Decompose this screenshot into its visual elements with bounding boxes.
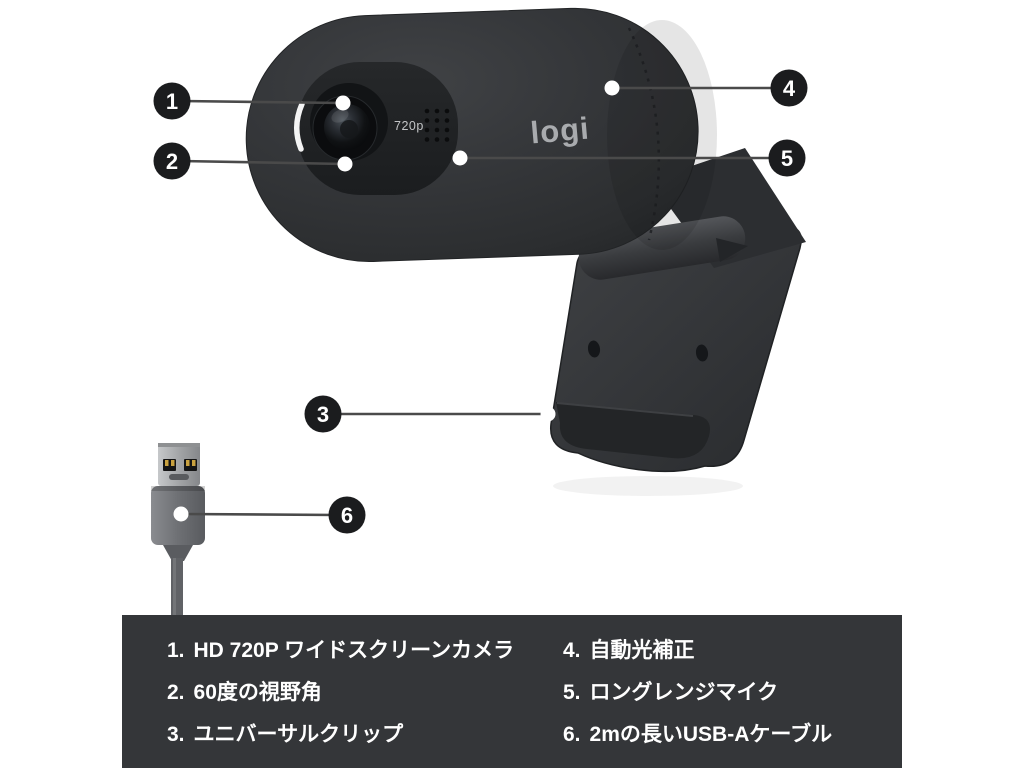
legend-item-4: 4. 自動光補正	[563, 630, 902, 672]
legend-item-5-label: ロングレンジマイク	[589, 681, 779, 704]
webcam-faceplate: 720p	[294, 62, 458, 195]
callout-lines	[180, 86, 780, 517]
callout-2-number: 2	[166, 149, 178, 174]
callout-4-number: 4	[783, 76, 796, 101]
legend-item-3-label: ユニバーサルクリップ	[193, 723, 404, 746]
logi-logo: logi	[529, 110, 591, 150]
callout-6-circle	[328, 496, 366, 534]
hinge-roller	[578, 216, 746, 280]
legend-item-1-label: HD 720P ワイドスクリーンカメラ	[193, 639, 515, 662]
legend-item-2-number: 2.	[167, 681, 185, 704]
callout-1-number: 1	[166, 89, 178, 114]
callout-1-line	[180, 99, 344, 105]
usb-pin	[171, 460, 175, 466]
faceplate-highlight	[294, 101, 305, 152]
callout-6-line	[180, 512, 339, 517]
usb-tip-edge	[158, 443, 200, 447]
usb-cable	[171, 558, 183, 618]
callout-6-number: 6	[341, 503, 353, 528]
legend-item-4-label: 自動光補正	[589, 639, 695, 662]
callout-4-dot	[604, 80, 620, 96]
callout-3-dot	[540, 406, 556, 422]
camera-lens	[310, 83, 388, 161]
cable-neck	[163, 545, 193, 561]
clip-screw-hole-left	[587, 340, 601, 358]
clip-lip-edge	[556, 402, 694, 417]
usb-housing-seam	[151, 486, 205, 491]
microphone-holes	[424, 108, 450, 142]
usb-connector	[151, 443, 205, 618]
body-ribbed-seam	[627, 27, 661, 241]
callout-4-circle	[770, 69, 808, 107]
lens-reflection	[331, 109, 349, 123]
hinge-notch	[716, 238, 748, 262]
legend-item-5-number: 5.	[563, 681, 581, 704]
legend-item-1: 1. HD 720P ワイドスクリーンカメラ	[167, 630, 563, 672]
callout-2-circle	[153, 142, 191, 180]
callout-5-number: 5	[781, 146, 793, 171]
callout-3-circle	[304, 395, 342, 433]
body-side-shading	[607, 20, 717, 250]
usb-pin	[165, 460, 169, 466]
callout-target-dots	[173, 80, 620, 522]
callout-5-dot	[452, 150, 468, 166]
usb-shell-slot	[169, 474, 189, 480]
legend-item-6-label: 2mの長いUSB-Aケーブル	[589, 723, 833, 746]
callout-5-circle	[768, 139, 806, 177]
legend-item-5: 5. ロングレンジマイク	[563, 672, 902, 714]
callout-6-dot	[173, 506, 189, 522]
callout-1-dot	[335, 95, 351, 111]
callout-badges: 1 2 3 4 5 6	[153, 69, 808, 534]
lens-pupil	[340, 120, 358, 138]
legend-item-6: 6. 2mの長いUSB-Aケーブル	[563, 714, 902, 756]
usb-pin	[186, 460, 190, 466]
usb-cable-highlight	[173, 558, 176, 618]
callout-2-line	[180, 159, 346, 166]
legend-item-6-number: 6.	[563, 723, 581, 746]
usb-pin	[192, 460, 196, 466]
legend-panel: 1. HD 720P ワイドスクリーンカメラ 2. 60度の視野角 3. ユニバ…	[122, 615, 902, 768]
legend-item-1-number: 1.	[167, 639, 185, 662]
callout-3-number: 3	[317, 402, 329, 427]
callout-1-circle	[153, 82, 191, 120]
legend-item-3: 3. ユニバーサルクリップ	[167, 714, 563, 756]
legend-item-3-number: 3.	[167, 723, 185, 746]
legend-item-4-number: 4.	[563, 639, 581, 662]
usb-metal-shell	[158, 443, 200, 486]
clip-screw-hole-right	[695, 344, 709, 362]
clip-shadow	[553, 476, 743, 496]
clip-lip-recess	[556, 402, 710, 459]
legend-item-2-label: 60度の視野角	[193, 681, 322, 704]
callout-2-dot	[337, 156, 353, 172]
legend-item-2: 2. 60度の視野角	[167, 672, 563, 714]
resolution-label: 720p	[394, 119, 424, 133]
